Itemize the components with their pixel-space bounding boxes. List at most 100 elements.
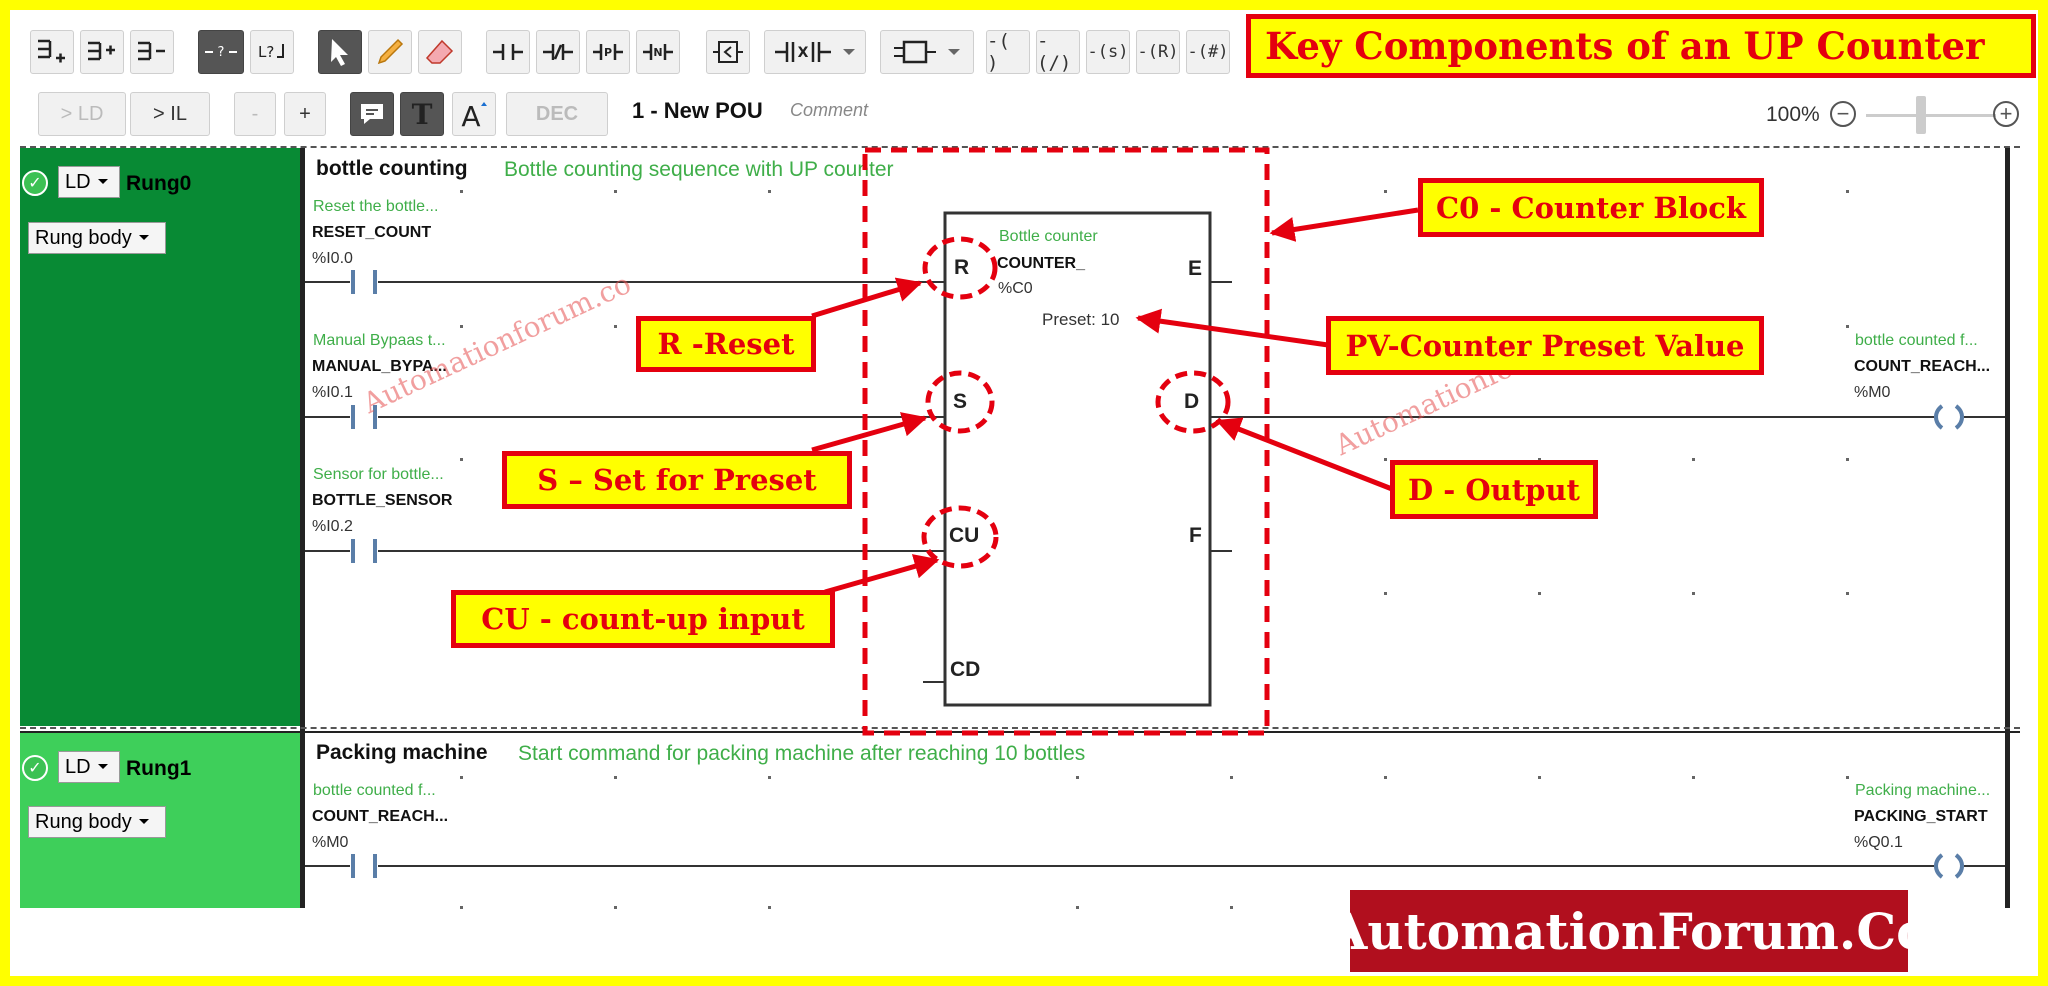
- label-icon: L?: [258, 43, 284, 61]
- select-pointer-button[interactable]: [318, 30, 362, 74]
- d-pin-highlight: [1155, 370, 1231, 434]
- callout-set: S – Set for Preset: [502, 451, 852, 509]
- svg-text:T: T: [412, 100, 433, 128]
- grid-dot: [1538, 776, 1541, 779]
- pin-r: R: [954, 256, 970, 279]
- rung1-check-icon[interactable]: ✓: [22, 755, 48, 781]
- contact-reset-count[interactable]: [305, 270, 945, 294]
- grid-dot: [1230, 906, 1233, 909]
- chevron-down-icon: [97, 179, 108, 184]
- pin-cd: CD: [950, 658, 981, 681]
- p-contact-button[interactable]: P: [586, 30, 630, 74]
- insert-rung-below-button[interactable]: [80, 30, 124, 74]
- set-coil-icon: -(s): [1087, 42, 1129, 62]
- pou-name: 1 - New POU: [632, 98, 763, 123]
- chevron-down-icon: [948, 49, 960, 55]
- svg-text:L?: L?: [258, 43, 274, 61]
- zoom-in-button[interactable]: +: [284, 92, 326, 136]
- s-pin-highlight: [925, 370, 995, 434]
- negated-coil-button[interactable]: -(/): [1036, 30, 1080, 74]
- pin-d: D: [1184, 390, 1200, 413]
- chevron-down-icon: [138, 235, 149, 240]
- label-button[interactable]: L?: [250, 30, 294, 74]
- arrow-counter-block: [1269, 207, 1419, 242]
- font-size-icon: A: [461, 100, 487, 129]
- coil-comment: bottle counted f...: [1855, 332, 1978, 349]
- rung1-comment[interactable]: Start command for packing machine after …: [518, 742, 1086, 765]
- rung0-comment[interactable]: Bottle counting sequence with UP counter: [504, 158, 894, 181]
- grid-dot: [614, 906, 617, 909]
- rung0-section-select[interactable]: Rung body: [28, 222, 166, 254]
- delete-rung-button[interactable]: [130, 30, 174, 74]
- callout-output: D - Output: [1390, 460, 1598, 519]
- zoom-minus-icon[interactable]: −: [1830, 101, 1856, 127]
- coil-address: %Q0.1: [1854, 834, 1903, 851]
- coil-count-reached[interactable]: [1934, 404, 2005, 430]
- rung1-name: Rung1: [126, 757, 192, 780]
- operation-block-dropdown[interactable]: [880, 30, 974, 74]
- grid-dot: [1846, 776, 1849, 779]
- grid-dot: [1692, 592, 1695, 595]
- contact-placeholder-button[interactable]: ?: [198, 30, 244, 74]
- insert-rung-above-icon: [38, 39, 65, 63]
- svg-text:A: A: [461, 100, 480, 129]
- function-block-icon: X: [775, 42, 831, 62]
- grid-dot: [1846, 325, 1849, 328]
- zoom-slider-track[interactable]: [1866, 114, 1996, 117]
- rung0-language-select[interactable]: LD: [58, 166, 120, 198]
- zoom-slider-thumb[interactable]: [1916, 96, 1926, 134]
- counter-preset-value[interactable]: 10: [1100, 310, 1120, 329]
- contact-address: %I0.0: [312, 250, 353, 267]
- convert-to-ld-button[interactable]: > LD: [38, 92, 126, 136]
- nc-contact-button[interactable]: [536, 30, 580, 74]
- rung1-section-select[interactable]: Rung body: [28, 806, 166, 838]
- grid-dot: [1076, 776, 1079, 779]
- rung1-language-select[interactable]: LD: [58, 751, 120, 783]
- contact-address: %M0: [312, 834, 349, 851]
- insert-rung-above-button[interactable]: [30, 30, 74, 74]
- p-contact-icon: P: [593, 44, 623, 60]
- comment-toggle-button[interactable]: [350, 92, 394, 136]
- contact-address: %I0.1: [312, 384, 353, 401]
- coil-icon: -( ): [987, 30, 1010, 74]
- zoom-out-button[interactable]: -: [234, 92, 276, 136]
- contact-symbol: RESET_COUNT: [312, 224, 432, 241]
- grid-dot: [614, 776, 617, 779]
- rung1-title[interactable]: Packing machine: [316, 741, 488, 764]
- counter-preset-label: Preset:: [1042, 310, 1096, 329]
- eraser-button[interactable]: [418, 30, 462, 74]
- n-contact-button[interactable]: N: [636, 30, 680, 74]
- contact-count-reached[interactable]: [305, 854, 1934, 878]
- hash-coil-button[interactable]: -(#): [1186, 30, 1230, 74]
- no-contact-icon: [493, 44, 523, 60]
- coil-comment: Packing machine...: [1855, 782, 1991, 799]
- contact-manual-bypass[interactable]: [305, 405, 945, 429]
- hash-coil-icon: -(#): [1187, 42, 1229, 62]
- coil-button[interactable]: -( ): [986, 30, 1030, 74]
- pencil-button[interactable]: [368, 30, 412, 74]
- eraser-icon: [425, 39, 454, 64]
- contact-bottle-sensor[interactable]: [305, 539, 945, 563]
- reset-coil-button[interactable]: -(R): [1136, 30, 1180, 74]
- text-t-icon: T: [412, 100, 433, 128]
- rung0-check-icon[interactable]: ✓: [22, 170, 48, 196]
- zoom-plus-icon[interactable]: +: [1993, 101, 2019, 127]
- text-toggle-button[interactable]: T: [400, 92, 444, 136]
- no-contact-button[interactable]: [486, 30, 530, 74]
- dec-format-button[interactable]: DEC: [506, 92, 608, 136]
- set-coil-button[interactable]: -(s): [1086, 30, 1130, 74]
- nc-contact-icon: [543, 44, 573, 60]
- grid-dot: [1384, 458, 1387, 461]
- font-size-button[interactable]: A: [452, 92, 496, 136]
- grid-dot: [1846, 592, 1849, 595]
- svg-text:X: X: [798, 45, 809, 61]
- pou-comment[interactable]: Comment: [790, 100, 869, 120]
- rung1-section-value: Rung body: [35, 810, 132, 833]
- convert-to-il-button[interactable]: > IL: [130, 92, 210, 136]
- contact-comment: Sensor for bottle...: [313, 466, 444, 483]
- coil-packing-start[interactable]: [1934, 853, 2005, 879]
- rung1-language-value: LD: [65, 755, 91, 778]
- rung0-title[interactable]: bottle counting: [316, 157, 468, 180]
- function-block-dropdown[interactable]: X: [764, 30, 866, 74]
- compare-block-button[interactable]: [706, 30, 750, 74]
